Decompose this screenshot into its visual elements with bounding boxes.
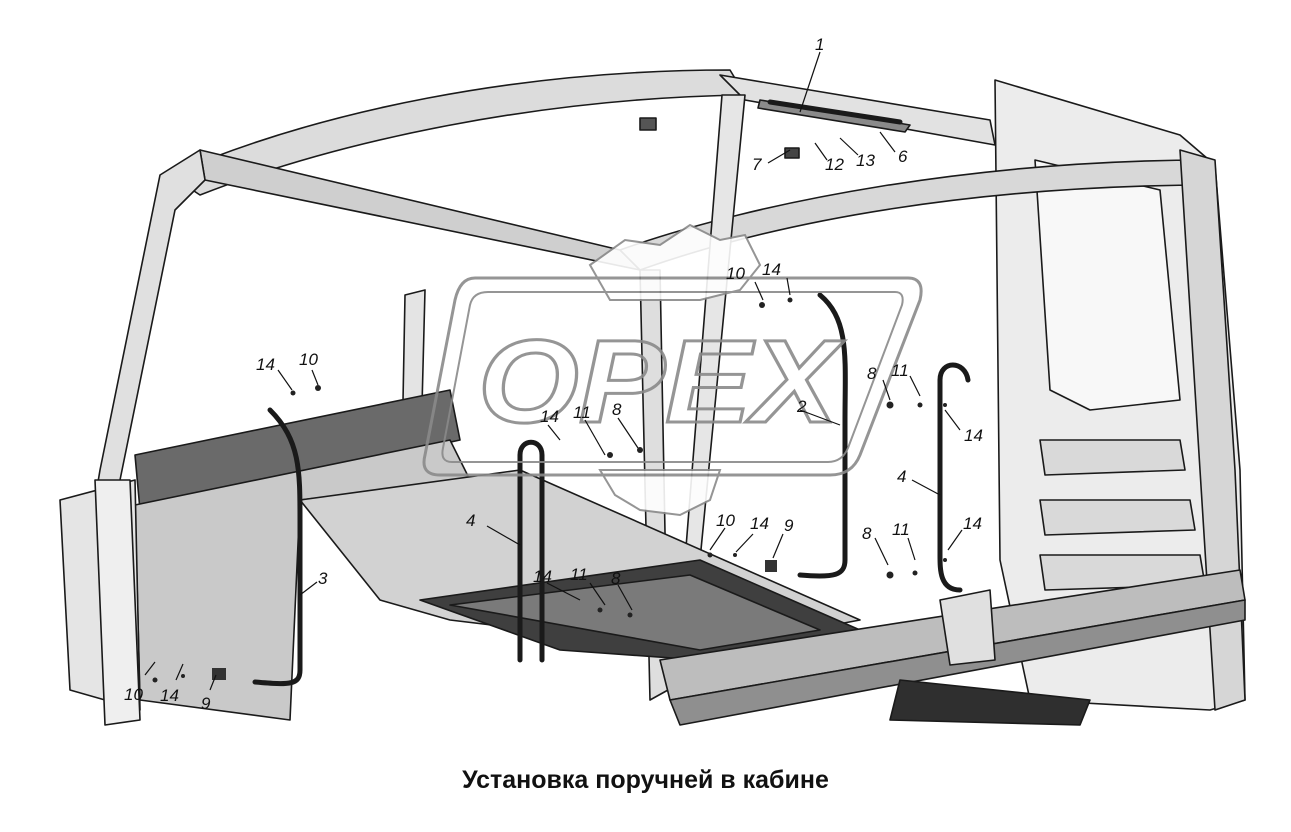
handrail-4-right xyxy=(937,362,971,593)
handrails xyxy=(252,99,971,686)
callout-3: 3 xyxy=(318,569,328,588)
watermark-frame-inner xyxy=(441,291,904,463)
callout-8-center-bottom: 8 xyxy=(611,569,621,588)
handrail-1-overhead xyxy=(767,99,903,125)
callout-10-left-bottom: 10 xyxy=(124,685,143,704)
callout-8-center-top: 8 xyxy=(612,400,622,419)
fasteners xyxy=(152,297,947,683)
callout-10-left-top: 10 xyxy=(299,350,318,369)
callout-8-right-bottom: 8 xyxy=(862,524,872,543)
callout-11-center-bottom: 11 xyxy=(570,565,588,584)
callout-7: 7 xyxy=(752,155,762,174)
handrail-4-center xyxy=(517,439,545,663)
callout-11-right-top: 11 xyxy=(891,361,909,380)
callout-4-right: 4 xyxy=(897,467,906,486)
callout-9-mid: 9 xyxy=(784,516,794,535)
callout-2: 2 xyxy=(796,397,807,416)
callout-14-top: 14 xyxy=(762,260,781,279)
leader-lines xyxy=(144,51,963,691)
callout-14-right-top: 14 xyxy=(964,426,983,445)
callout-13: 13 xyxy=(856,151,875,170)
watermark: OPEX xyxy=(422,223,923,517)
watermark-gear xyxy=(588,223,762,301)
watermark-gear-bottom xyxy=(598,469,722,517)
callout-14-right-bottom: 14 xyxy=(963,514,982,533)
handrail-2 xyxy=(797,292,848,579)
cabin-illustration xyxy=(59,69,1246,726)
callout-9-left-bottom: 9 xyxy=(201,694,211,713)
callout-6: 6 xyxy=(898,147,908,166)
callout-10-mid: 10 xyxy=(716,511,735,530)
watermark-frame-outer xyxy=(422,276,923,477)
callout-11-right-bottom: 11 xyxy=(892,520,910,539)
callout-11-center-top: 11 xyxy=(573,403,591,422)
callout-14-left-bottom: 14 xyxy=(160,686,179,705)
diagram-caption: Установка поручней в кабине xyxy=(462,766,829,794)
callout-14-mid: 14 xyxy=(750,514,769,533)
callout-1: 1 xyxy=(815,35,824,54)
callout-10-top: 10 xyxy=(726,264,745,283)
callout-14-left-top: 14 xyxy=(256,355,275,374)
callout-12: 12 xyxy=(825,155,844,174)
callout-14-center-top: 14 xyxy=(540,407,559,426)
callout-14-center-bottom: 14 xyxy=(533,567,552,586)
watermark-text: OPEX xyxy=(478,316,845,448)
handrail-3 xyxy=(252,407,303,686)
callout-4-center: 4 xyxy=(466,511,475,530)
callout-8-right-top: 8 xyxy=(867,364,877,383)
callouts: 1 7 12 13 6 10 14 14 10 2 8 11 14 14 11 … xyxy=(124,35,983,713)
